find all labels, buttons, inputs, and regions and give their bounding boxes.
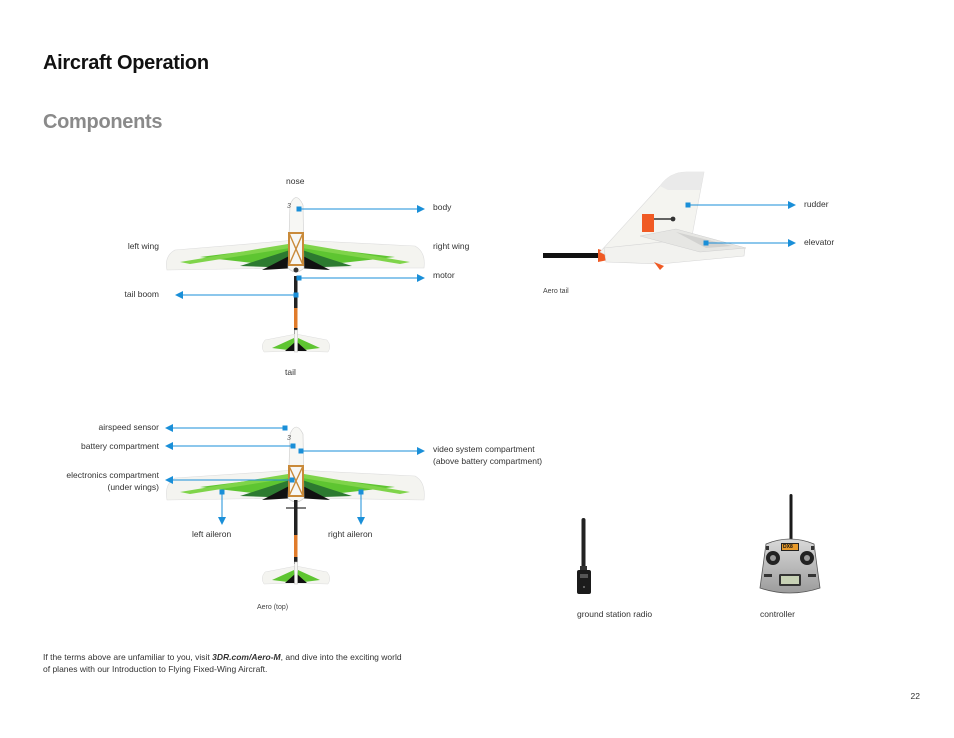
label-tail: tail <box>285 367 296 377</box>
svg-text:3: 3 <box>287 435 291 442</box>
page-number: 22 <box>910 691 920 701</box>
label-controller: controller <box>760 609 795 619</box>
label-ground-station-radio: ground station radio <box>577 609 653 619</box>
label-video-line2: (above battery compartment) <box>433 456 543 466</box>
label-nose: nose <box>286 176 305 186</box>
label-motor: motor <box>433 270 455 280</box>
radio-icon <box>577 518 591 594</box>
controller-icon <box>759 494 821 594</box>
caption-aero-tail: Aero tail <box>543 288 569 295</box>
page-title: Aircraft Operation <box>43 52 209 74</box>
airplane-bottom-icon: 3 <box>166 426 425 585</box>
label-video-line1: video system compartment <box>433 444 535 454</box>
footer-link[interactable]: 3DR.com/Aero-M <box>212 652 281 662</box>
label-battery-compartment: battery compartment <box>81 441 159 451</box>
top-diagram-arrows <box>175 205 425 299</box>
label-right-wing: right wing <box>433 241 470 251</box>
airplane-top-icon: 3 <box>166 197 425 353</box>
label-right-aileron: right aileron <box>328 529 373 539</box>
bottom-diagram-arrows <box>165 424 425 525</box>
footer-paragraph: If the terms above are unfamiliar to you… <box>43 651 403 675</box>
footer-text-before: If the terms above are unfamiliar to you… <box>43 652 213 662</box>
label-electronics-compartment: electronics compartment (under wings) <box>66 469 159 493</box>
label-tail-boom: tail boom <box>124 289 160 299</box>
label-video-compartment: video system compartment (above battery … <box>433 443 542 467</box>
label-rudder: rudder <box>804 199 829 209</box>
label-body: body <box>433 202 452 212</box>
label-elevator: elevator <box>804 237 835 247</box>
section-title: Components <box>43 111 163 133</box>
label-electronics-line1: electronics compartment <box>66 470 159 480</box>
tail-diagram-arrows <box>685 201 796 247</box>
caption-aero-top: Aero (top) <box>257 604 289 611</box>
label-electronics-line2: (under wings) <box>107 482 160 492</box>
airplane-tail-icon <box>543 171 747 270</box>
svg-text:3: 3 <box>287 203 291 210</box>
label-left-wing: left wing <box>127 241 159 251</box>
footer-text-after: , and dive into the exciting world of pl… <box>43 652 402 674</box>
label-left-aileron: left aileron <box>192 529 232 539</box>
controller-screen-text: DX8 <box>783 544 793 550</box>
label-airspeed-sensor: airspeed sensor <box>98 422 159 432</box>
